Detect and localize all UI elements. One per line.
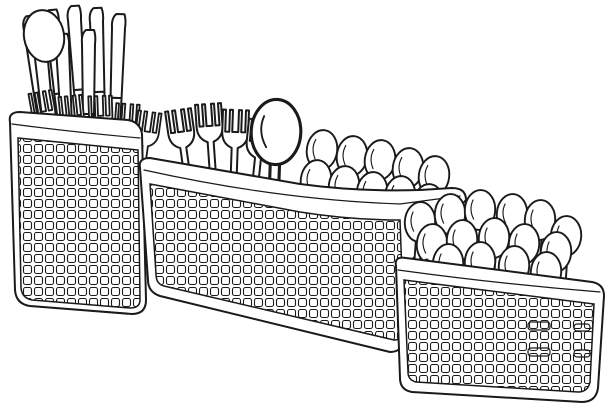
spoon-highlight (260, 115, 268, 149)
spoon-bowl (22, 9, 66, 63)
right-basket (394, 256, 605, 403)
spoon-highlight (440, 203, 445, 224)
spoon-highlight (342, 144, 347, 166)
spoon-highlight (470, 199, 475, 220)
right-basket-latches (527, 321, 591, 358)
knife-blade (66, 4, 86, 92)
spoon-highlight (410, 211, 415, 232)
spoon-highlight (422, 233, 427, 254)
knife-blade (109, 12, 127, 100)
spoon-highlight (312, 138, 317, 160)
spoon-highlight (424, 164, 429, 186)
left-basket (8, 111, 147, 315)
fork (221, 108, 250, 202)
knife-blade (80, 29, 97, 115)
fork-head (221, 108, 250, 202)
spoon-highlight (398, 156, 403, 178)
spoon-bowl (249, 97, 303, 167)
spoon-highlight (370, 148, 375, 170)
spoon-highlight (502, 203, 507, 224)
middle-basket (138, 157, 467, 353)
